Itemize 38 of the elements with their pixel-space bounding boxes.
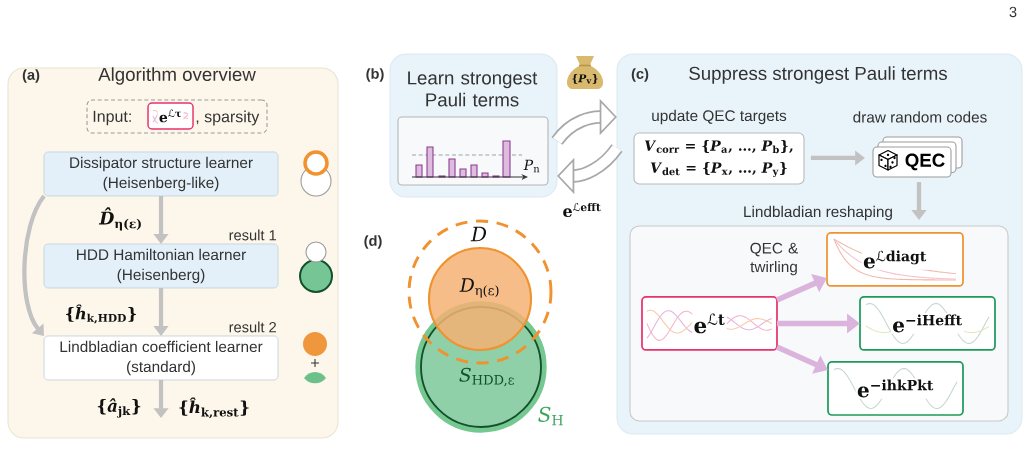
hollow-arrow: [551, 98, 617, 146]
page-number: 3: [1009, 6, 1017, 18]
hollow-arrow: [557, 143, 623, 195]
arrow: [775, 344, 828, 374]
edge-label: {ĥ$_{k,HDD}$}: [63, 303, 139, 325]
panel-label: (c): [631, 68, 649, 82]
formula-box: e$^{ℒ}$$^{t}$: [641, 296, 778, 351]
formula-box: e$^{−ihkPkt}$: [827, 361, 964, 416]
edge-label: D̂$_{η(ε)}$: [98, 206, 145, 232]
formula-box: e$^{ℒ}$$^{diagt}$: [826, 232, 964, 287]
formula-box: V$_{corr}$ = {P$_{a}$, …, P$_{b}$}, V$_{det}$ = {P$_{x}$, …, P$_{y}$}: [633, 132, 805, 185]
process-box: Dissipator structure learner (Heisenberg-like): [43, 151, 279, 197]
panel-title: Algorithm overview: [98, 67, 256, 85]
axis-label: P$_{n}$: [523, 159, 540, 173]
side-label: result 1: [229, 229, 276, 241]
formula-box: e$^{ℒ}$$^{τ}$: [147, 102, 194, 130]
panel-label: (a): [22, 69, 40, 83]
node-label: V$_{det}$ = {P$_{x}$, …, P$_{y}$}: [650, 162, 787, 177]
edge-label: QEC & twirling: [738, 241, 810, 277]
node-label: H: [552, 415, 563, 426]
box-heading: update QEC targets: [652, 109, 787, 125]
panel-title: Suppress strongest Pauli terms: [689, 66, 947, 84]
node-label: V$_{corr}$ = {P$_{a}$, …, P$_{b}$},: [644, 140, 793, 154]
panel-label: (d): [364, 235, 382, 249]
edge-label: e$^{ℒ}$$^{efft}$: [561, 201, 603, 219]
output-label: {â$_{jk}$}: [97, 398, 141, 418]
arrow: [775, 274, 827, 303]
output-label: {ĥ$_{k,rest}$}: [179, 397, 249, 419]
side-label: result 2: [229, 321, 276, 333]
process-box: HDD Hamiltonian learner (Heisenberg): [43, 243, 279, 289]
panel-label: (b): [366, 68, 384, 82]
curved-arrow: [22, 194, 46, 336]
money-bag: {P$_{v}$}: [567, 56, 604, 89]
formula-box: e$^{−iHefft}$: [859, 296, 996, 351]
box-heading: draw random codes: [853, 111, 987, 123]
process-box: Lindbladian coefficient learner (standard): [43, 335, 279, 381]
panel-title: Learn strongest Pauli terms: [408, 71, 538, 107]
box-heading: Lindbladian reshaping: [744, 205, 892, 221]
